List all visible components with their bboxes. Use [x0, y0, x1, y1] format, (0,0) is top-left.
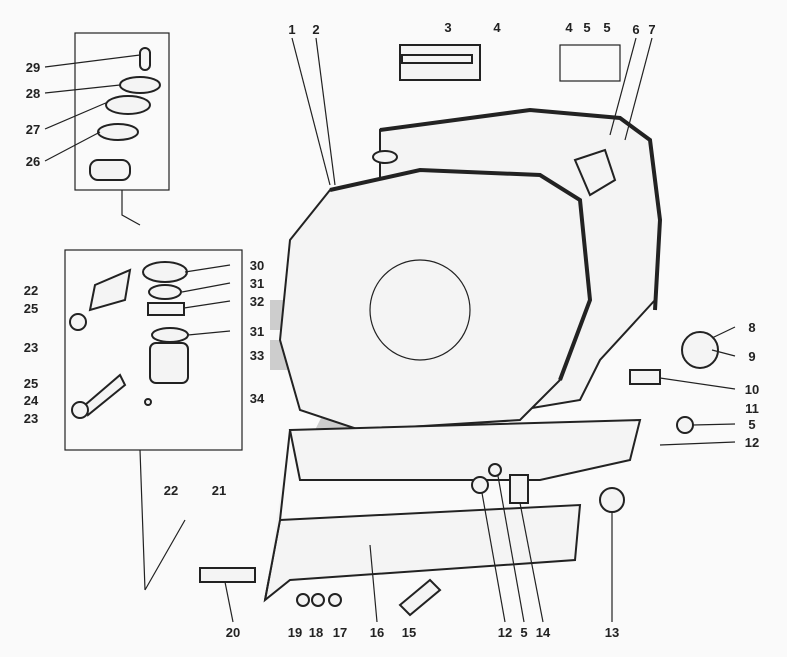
label-24: 24 [24, 393, 39, 408]
label-4b: 4 [565, 20, 573, 35]
inset-mid-right-labels: 30 31 32 31 33 34 [250, 258, 265, 406]
label-23: 23 [24, 340, 38, 355]
label-13: 13 [605, 625, 619, 640]
inset-top-labels: 29 28 27 26 [26, 60, 40, 169]
label-25: 25 [24, 301, 38, 316]
label-19: 19 [288, 625, 302, 640]
inset-box-sender [64, 249, 243, 451]
label-22b: 22 [164, 483, 178, 498]
label-8: 8 [748, 320, 755, 335]
label-26: 26 [26, 154, 40, 169]
sender-parts [69, 261, 189, 419]
label-29: 29 [26, 60, 40, 75]
label-12: 12 [745, 435, 759, 450]
label-33: 33 [250, 348, 264, 363]
label-16: 16 [370, 625, 384, 640]
label-11: 11 [745, 401, 759, 416]
label-9: 9 [748, 349, 755, 364]
label-22: 22 [24, 283, 38, 298]
filler-cap-parts [89, 47, 161, 181]
label-6: 6 [632, 22, 639, 37]
tank-bracket [199, 44, 719, 617]
label-3: 3 [444, 20, 451, 35]
label-20: 20 [226, 625, 240, 640]
label-23b: 23 [24, 411, 38, 426]
inset-leader [139, 449, 186, 591]
label-32: 32 [250, 294, 264, 309]
label-18: 18 [309, 625, 323, 640]
label-5: 5 [583, 20, 590, 35]
bottom-labels: 20 19 18 17 16 15 12 5 14 13 [226, 625, 619, 640]
right-labels: 8 9 10 11 5 12 [745, 320, 759, 450]
label-30: 30 [250, 258, 264, 273]
label-25b: 25 [24, 376, 38, 391]
label-5b: 5 [603, 20, 610, 35]
leader-lines [44, 37, 736, 623]
label-5d: 5 [520, 625, 527, 640]
label-4: 4 [493, 20, 501, 35]
label-1: 1 [288, 22, 295, 37]
label-31b: 31 [250, 324, 264, 339]
label-27: 27 [26, 122, 40, 137]
label-34: 34 [250, 391, 265, 406]
top-labels: 1 2 3 4 4 5 5 6 7 [288, 20, 655, 37]
label-28: 28 [26, 86, 40, 101]
inset-mid-left-labels: 22 25 23 25 24 23 22 21 [24, 283, 226, 498]
label-31: 31 [250, 276, 264, 291]
label-5c: 5 [748, 417, 755, 432]
label-21: 21 [212, 483, 226, 498]
label-17: 17 [333, 625, 347, 640]
label-7: 7 [648, 22, 655, 37]
inset-leader [121, 190, 141, 226]
fuel-tank-body [278, 107, 663, 432]
label-10: 10 [745, 382, 759, 397]
label-2: 2 [312, 22, 319, 37]
label-12b: 12 [498, 625, 512, 640]
label-15: 15 [402, 625, 416, 640]
label-14: 14 [536, 625, 551, 640]
